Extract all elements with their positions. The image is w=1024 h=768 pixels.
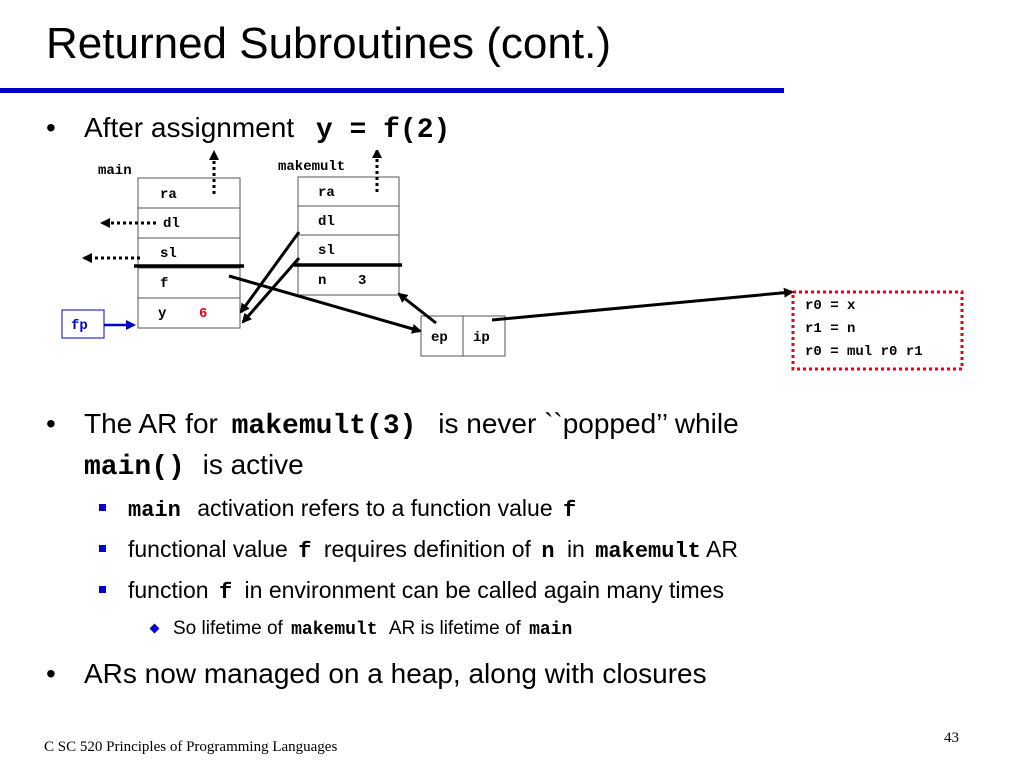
bullet1-text: After assignment bbox=[84, 112, 295, 143]
sub2-t4: AR bbox=[705, 536, 738, 562]
bullet2-line2: main() is active bbox=[84, 448, 304, 485]
sub2-c3: makemult bbox=[595, 539, 701, 564]
makemult-cell-n: n bbox=[318, 273, 326, 289]
sub2-c2: n bbox=[541, 539, 555, 564]
ip-to-code-arrow bbox=[491, 287, 794, 322]
bullet2-code2: main() bbox=[84, 452, 185, 483]
makemult-n-value: 3 bbox=[358, 273, 366, 289]
bullet2-part3: is active bbox=[202, 449, 304, 480]
sub3-t2: in environment can be called again many … bbox=[244, 577, 724, 603]
code-line-2: r1 = n bbox=[805, 321, 855, 337]
makemult-cell-sl: sl bbox=[318, 243, 335, 259]
sub-bullet-functional-value: functional value f requires definition o… bbox=[99, 534, 738, 567]
subsub1-c2: main bbox=[529, 620, 573, 640]
sub2-t1: functional value bbox=[128, 536, 288, 562]
makemult-cell-dl: dl bbox=[318, 214, 335, 230]
sub3-t1: function bbox=[128, 577, 209, 603]
code-line-1: r0 = x bbox=[805, 298, 856, 314]
main-y-value: 6 bbox=[199, 306, 207, 322]
title-underline bbox=[0, 88, 784, 93]
sub1-code2: f bbox=[563, 498, 577, 523]
f-to-closure-arrow bbox=[228, 274, 422, 334]
bullet-dot-icon: • bbox=[46, 658, 56, 689]
main-cell-sl: sl bbox=[160, 246, 177, 262]
sub2-t3: in bbox=[566, 536, 585, 562]
closure-record: ep ip bbox=[420, 315, 506, 357]
ep-to-makemult-arrow bbox=[397, 292, 437, 325]
makemult-dl-arrow bbox=[239, 231, 301, 314]
makemult-cell-ra: ra bbox=[318, 185, 335, 201]
bullet-ar-never-popped: • The AR for makemult(3) is never ``popp… bbox=[46, 407, 739, 444]
subsub1-t2: AR is lifetime of bbox=[388, 618, 521, 639]
sub2-c1: f bbox=[298, 539, 312, 564]
square-bullet-icon bbox=[99, 545, 106, 552]
sub-bullet-function-env: function f in environment can be called … bbox=[99, 575, 724, 608]
code-line-3: r0 = mul r0 r1 bbox=[805, 344, 923, 360]
square-bullet-icon bbox=[99, 586, 106, 593]
fp-label: fp bbox=[71, 318, 88, 334]
bullet1-code: y = f(2) bbox=[315, 115, 451, 146]
makemult-sl-arrow bbox=[241, 257, 301, 324]
sub1-code: main bbox=[128, 498, 181, 523]
diamond-bullet-icon bbox=[149, 623, 160, 634]
bullet3-text: ARs now managed on a heap, along with cl… bbox=[84, 658, 707, 689]
subsub1-t1: So lifetime of bbox=[173, 618, 283, 639]
closure-cell-ep: ep bbox=[431, 330, 448, 346]
bullet-ars-on-heap: • ARs now managed on a heap, along with … bbox=[46, 657, 707, 691]
frame-pointer: fp bbox=[61, 309, 136, 339]
main-activation-record: ra dl sl f y 6 bbox=[134, 177, 244, 329]
makemult-activation-record: ra dl sl n 3 bbox=[294, 176, 402, 296]
code-box: r0 = x r1 = n r0 = mul r0 r1 bbox=[791, 290, 964, 371]
main-cell-dl: dl bbox=[163, 216, 180, 232]
main-frame-label: main bbox=[98, 163, 132, 179]
activation-record-diagram: main makemult ra dl sl f y 6 ra dl sl n … bbox=[61, 150, 964, 371]
slide-title: Returned Subroutines (cont.) bbox=[46, 19, 611, 68]
main-cell-ra: ra bbox=[160, 187, 177, 203]
bullet2-code1: makemult(3) bbox=[231, 411, 417, 442]
page-number: 43 bbox=[944, 730, 959, 746]
subsub1-c1: makemult bbox=[291, 620, 378, 640]
bullet2-part2: is never ``popped’’ while bbox=[438, 408, 739, 439]
sub-bullet-main-activation: main activation refers to a function val… bbox=[99, 493, 577, 526]
closure-cell-ip: ip bbox=[473, 330, 490, 346]
bullet2-part1: The AR for bbox=[84, 408, 218, 439]
main-cell-y: y bbox=[158, 306, 167, 322]
makemult-frame-label: makemult bbox=[278, 159, 345, 175]
bullet-dot-icon: • bbox=[46, 112, 56, 143]
subsub-bullet-lifetime: So lifetime of makemult AR is lifetime o… bbox=[149, 616, 573, 643]
sub3-c1: f bbox=[218, 580, 233, 605]
square-bullet-icon bbox=[99, 504, 106, 511]
slide-footer: C SC 520 Principles of Programming Langu… bbox=[44, 739, 338, 755]
bullet-dot-icon: • bbox=[46, 408, 56, 439]
sub2-t2: requires definition of bbox=[323, 536, 531, 562]
main-cell-f: f bbox=[160, 276, 168, 292]
bullet-after-assignment: • After assignment y = f(2) bbox=[46, 111, 451, 148]
sub1-text: activation refers to a function value bbox=[197, 495, 553, 521]
